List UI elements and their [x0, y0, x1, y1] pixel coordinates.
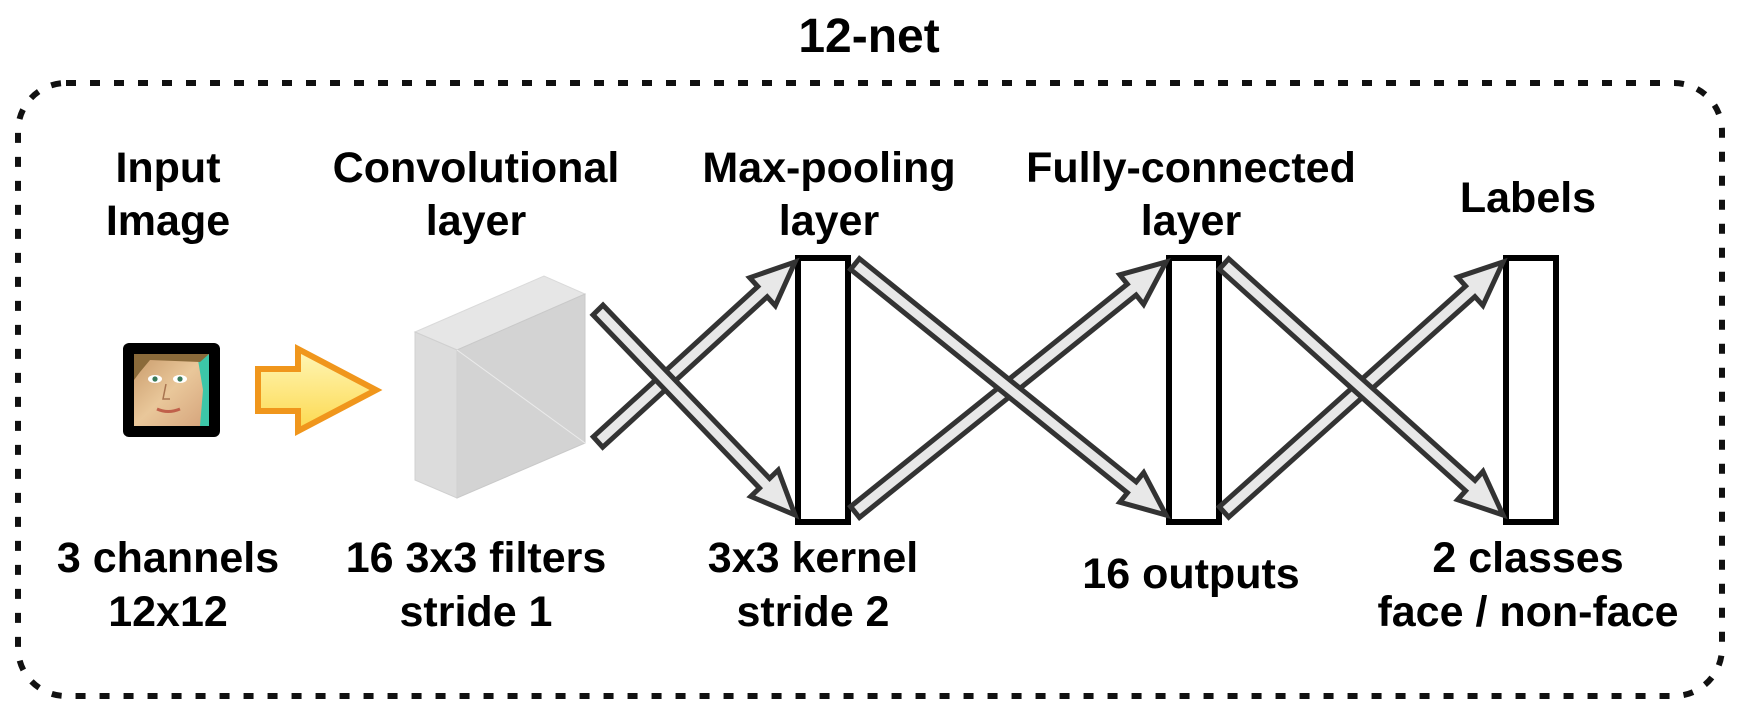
caption-input-line1: 3 channels [57, 534, 279, 582]
arrow-pool-to-fc-down [847, 255, 1171, 519]
diagram-title: 12-net [798, 10, 939, 63]
stage-captions: 3 channels 12x12 16 3x3 filters stride 1… [57, 534, 1679, 636]
heading-input-line1: Input [115, 144, 220, 192]
caption-input-line2: 12x12 [108, 588, 228, 636]
stage-headings: Input Image Convolutional layer Max-pool… [106, 144, 1596, 245]
heading-input-line2: Image [106, 197, 230, 245]
heading-pool-line1: Max-pooling [702, 144, 955, 192]
heading-conv-line1: Convolutional [333, 144, 620, 192]
arrow-fc-to-labels-down [1215, 255, 1508, 520]
caption-labels-line1: 2 classes [1432, 534, 1623, 582]
maxpool-layer-box [795, 255, 851, 525]
right-arrow-icon [255, 344, 383, 436]
network-boundary [15, 80, 1725, 699]
heading-labels: Labels [1460, 174, 1596, 222]
heading-pool-line2: layer [779, 197, 880, 245]
caption-conv-line1: 16 3x3 filters [346, 534, 607, 582]
caption-labels-line2: face / non-face [1377, 588, 1678, 636]
heading-fc-line1: Fully-connected [1026, 144, 1356, 192]
heading-fc-line2: layer [1141, 197, 1242, 245]
caption-pool-line2: stride 2 [737, 588, 890, 636]
arrow-conv-to-pool-up [589, 257, 800, 451]
connection-arrows [589, 255, 1508, 522]
arrow-conv-to-pool-down [589, 301, 800, 520]
face-thumbnail-icon [123, 343, 220, 437]
conv-volume [413, 275, 587, 499]
fc-layer-box [1166, 255, 1222, 525]
caption-pool-line1: 3x3 kernel [708, 534, 918, 582]
caption-fc-line1: 16 outputs [1082, 550, 1299, 598]
caption-conv-line2: stride 1 [400, 588, 553, 636]
heading-conv-line2: layer [426, 197, 527, 245]
labels-layer-box [1503, 255, 1559, 525]
